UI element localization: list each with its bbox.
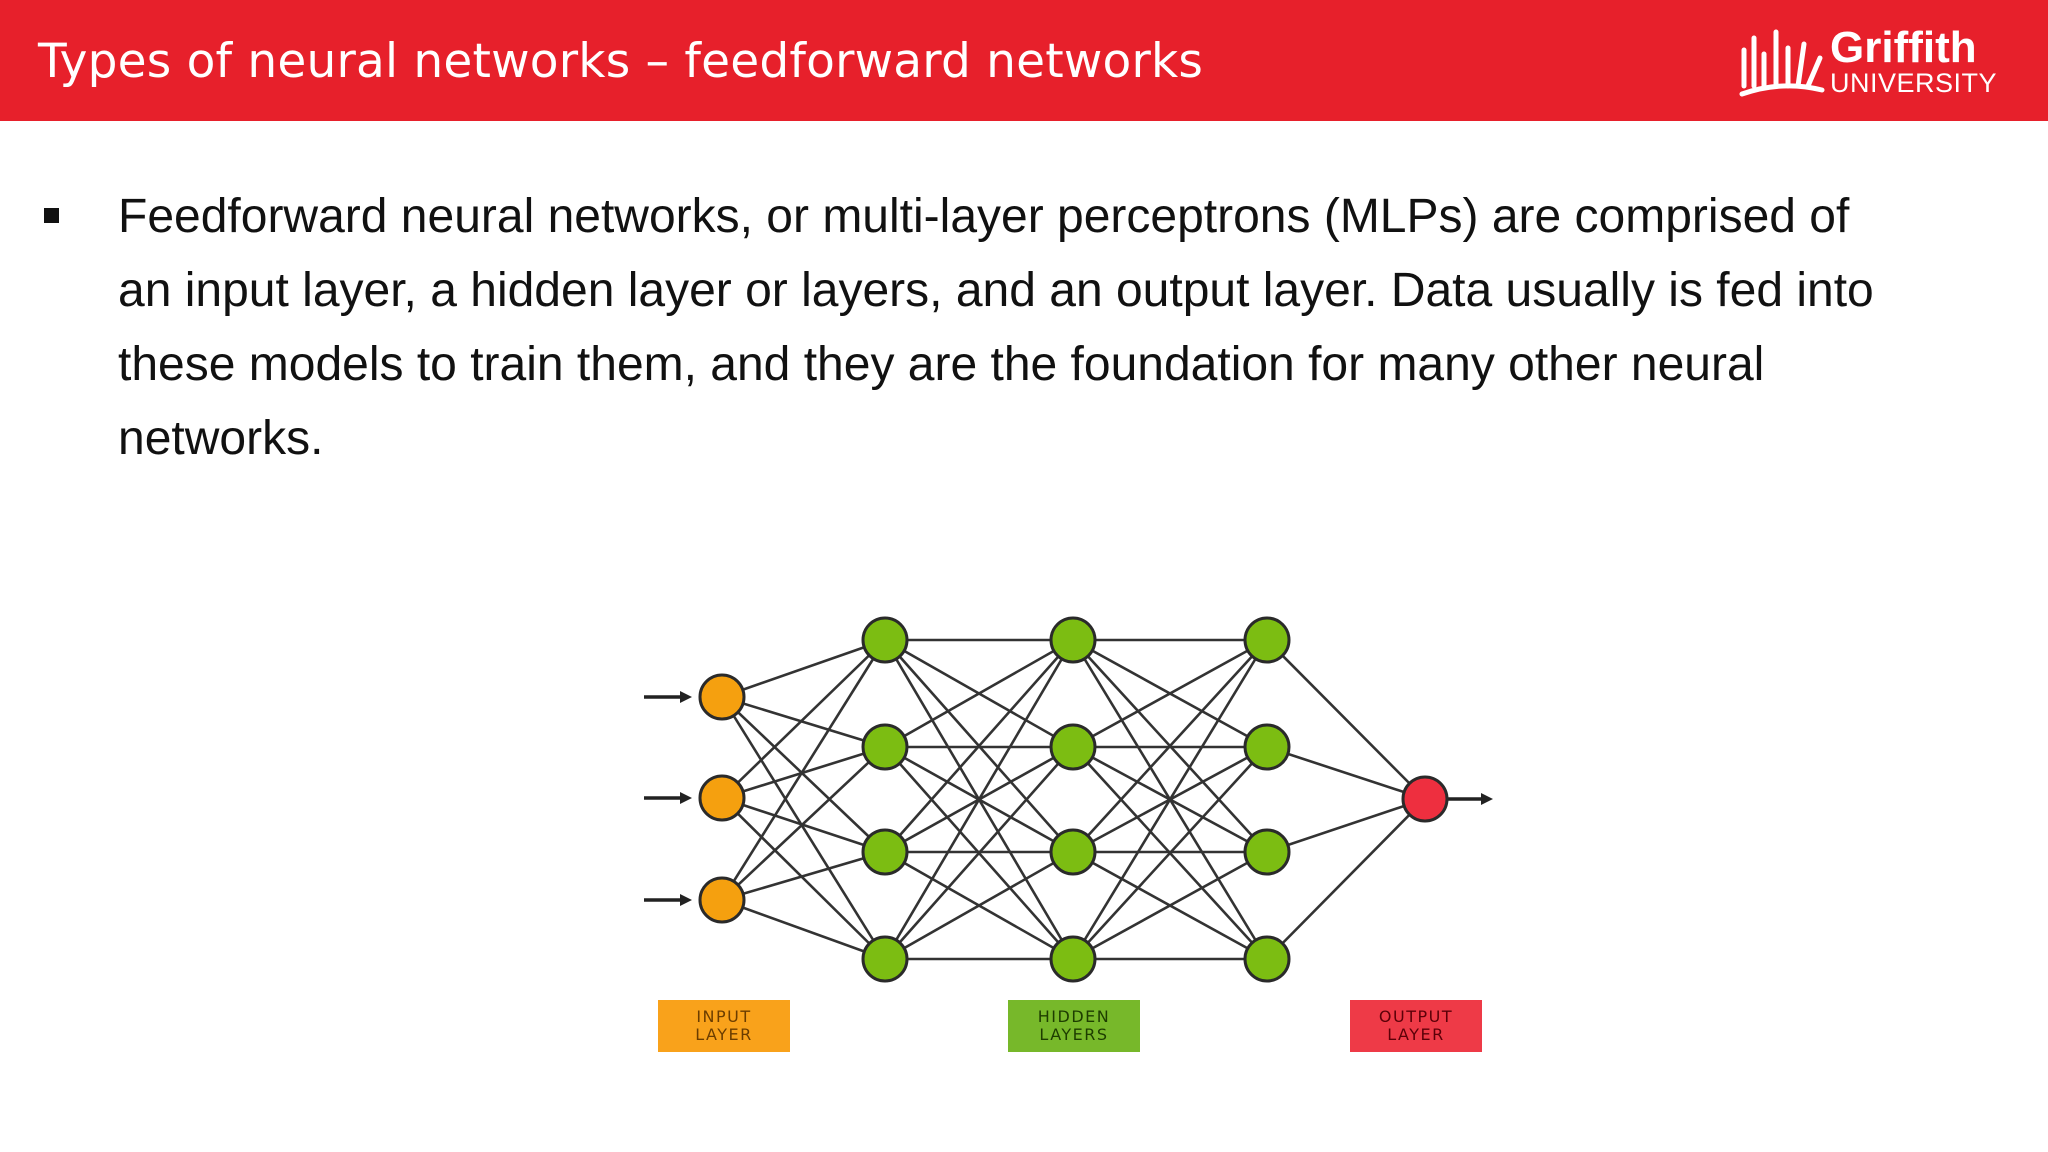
connection-line — [1072, 746, 1268, 960]
bullet-marker — [44, 208, 59, 223]
connection-line — [721, 745, 886, 800]
hidden-node — [1049, 935, 1097, 983]
input-layer-label: INPUT LAYER — [658, 1000, 790, 1052]
output-layer-label: OUTPUT LAYER — [1350, 1000, 1482, 1052]
connection-line — [884, 639, 1074, 853]
hidden-node — [1243, 723, 1291, 771]
griffith-logo-icon — [1739, 29, 1825, 97]
input-node — [698, 774, 746, 822]
connection-line — [883, 639, 1075, 960]
connection-line — [884, 850, 1074, 961]
connection-line — [721, 696, 886, 853]
connection-line — [720, 639, 887, 901]
bullet-text: Feedforward neural networks, or multi-la… — [118, 180, 2018, 476]
bullet-line: an input layer, a hidden layer or layers… — [118, 264, 1874, 317]
connection-line — [884, 638, 1074, 749]
hidden-node — [1243, 935, 1291, 983]
hidden-node — [1049, 616, 1097, 664]
griffith-logo: Griffith UNIVERSITY — [1738, 24, 2028, 100]
connection-line — [1071, 639, 1269, 960]
output-arrow — [1447, 793, 1493, 805]
hidden-node — [861, 616, 909, 664]
neural-network-diagram: INPUT LAYER HIDDEN LAYERS OUTPUT LAYER — [620, 600, 1500, 1060]
connection-line — [1266, 639, 1426, 800]
connection-line — [884, 746, 1074, 960]
connection-line — [1266, 745, 1426, 801]
hidden-node — [1243, 828, 1291, 876]
output-node — [1401, 775, 1449, 823]
connection-line — [1072, 850, 1268, 961]
bullet-line: Feedforward neural networks, or multi-la… — [118, 190, 1850, 243]
connection-line — [1266, 797, 1426, 854]
neural-network-graph — [644, 616, 1493, 983]
hidden-node — [861, 723, 909, 771]
connection-line — [1072, 638, 1268, 749]
connection-line — [721, 898, 886, 961]
bullet-line: these models to train them, and they are… — [118, 338, 1765, 391]
slide-header: Types of neural networks – feedforward n… — [0, 0, 2048, 121]
hidden-node — [1049, 723, 1097, 771]
connection-line — [721, 695, 886, 749]
connection-line — [1266, 798, 1426, 960]
connection-lines — [720, 638, 1426, 961]
input-arrow — [644, 894, 692, 906]
connection-line — [721, 746, 886, 901]
input-node — [698, 673, 746, 721]
connection-line — [721, 850, 886, 902]
logo-name: Griffith — [1830, 23, 1977, 72]
connection-line — [721, 797, 886, 960]
connection-line — [721, 639, 886, 799]
slide-title: Types of neural networks – feedforward n… — [38, 34, 1204, 89]
hidden-node — [1049, 828, 1097, 876]
connection-line — [1072, 639, 1268, 853]
bullet-line: networks. — [118, 412, 324, 465]
input-arrow — [644, 792, 692, 804]
hidden-node — [861, 935, 909, 983]
hidden-node — [861, 828, 909, 876]
input-arrow — [644, 691, 692, 703]
input-node — [698, 876, 746, 924]
connection-line — [720, 696, 887, 960]
hidden-node — [1243, 616, 1291, 664]
hidden-layers-label: HIDDEN LAYERS — [1008, 1000, 1140, 1052]
connection-line — [721, 638, 886, 699]
logo-subtitle: UNIVERSITY — [1830, 68, 1998, 98]
